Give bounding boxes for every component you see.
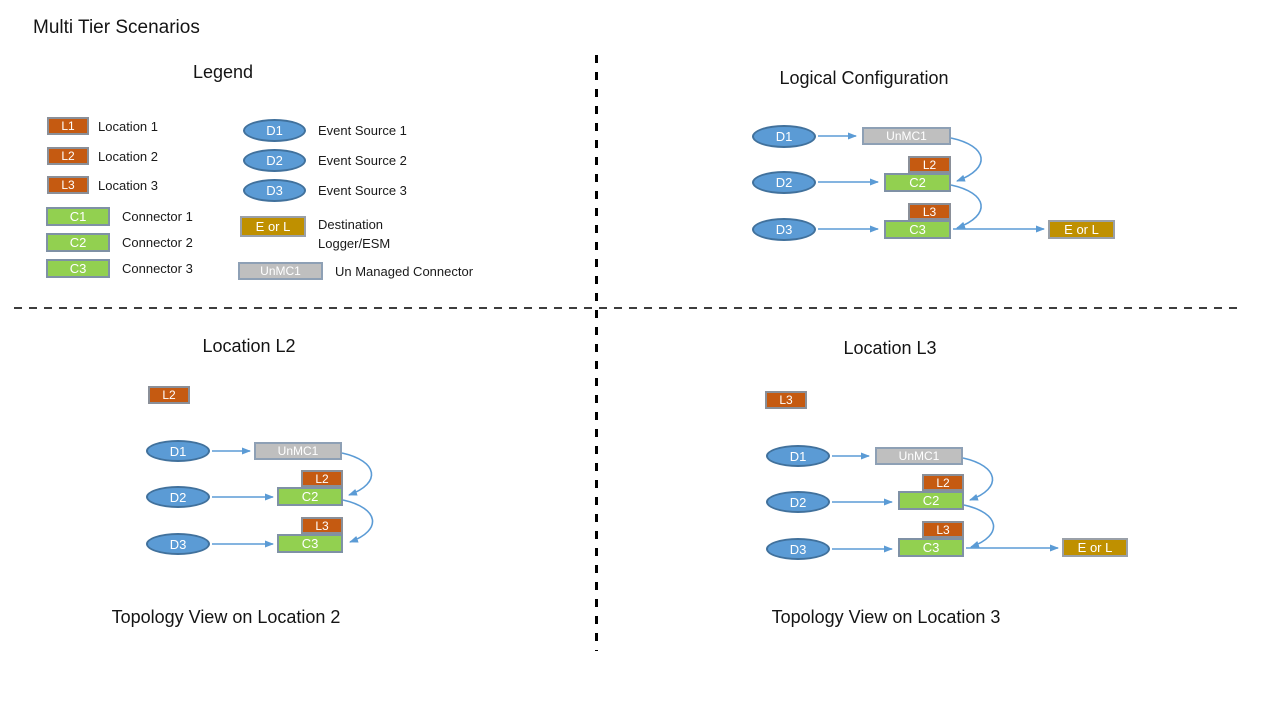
loc3-node-d1: D1 xyxy=(766,445,830,467)
loc2-node-d2: D2 xyxy=(146,486,210,508)
arrow-loc2-c2-c3-curve xyxy=(342,499,374,543)
logical-node-d1: D1 xyxy=(752,125,816,148)
arrow-loc3-unmc1-c2-curve xyxy=(962,457,994,501)
loc2-node-d1: D1 xyxy=(146,440,210,462)
legend-location2-swatch: L2 xyxy=(47,147,89,165)
legend-location1-swatch: L1 xyxy=(47,117,89,135)
legend-location3-label: Location 3 xyxy=(98,178,158,193)
legend-location3-swatch: L3 xyxy=(47,176,89,194)
loc3-tag-l3: L3 xyxy=(922,521,964,538)
legend-location2-label: Location 2 xyxy=(98,149,158,164)
legend-destination-label-line1: Destination xyxy=(318,217,384,232)
loc2-node-c3: C3 xyxy=(277,534,343,553)
loc3-node-d2: D2 xyxy=(766,491,830,513)
loc2-caption: Topology View on Location 2 xyxy=(111,607,341,627)
legend-source3-swatch: D3 xyxy=(243,179,306,202)
loc2-node-d3: D3 xyxy=(146,533,210,555)
loc2-standalone-l2-tag: L2 xyxy=(148,386,190,404)
legend-connector3-swatch: C3 xyxy=(46,259,110,278)
logical-node-c3: C3 xyxy=(884,220,951,239)
legend-source2-label: Event Source 2 xyxy=(318,153,407,168)
legend-connector2-label: Connector 2 xyxy=(122,235,193,250)
location-l2-title: Location L2 xyxy=(202,336,296,356)
arrow-logical-unmc1-c2-curve xyxy=(950,137,982,182)
logical-node-c2: C2 xyxy=(884,173,951,192)
legend-source2-swatch: D2 xyxy=(243,149,306,172)
logical-tag-l3: L3 xyxy=(908,203,951,220)
arrow-loc2-unmc1-c2-curve xyxy=(341,452,373,496)
loc3-node-unmc1: UnMC1 xyxy=(875,447,963,465)
loc2-tag-l2: L2 xyxy=(301,470,343,487)
vertical-divider xyxy=(595,55,598,651)
loc3-node-c2: C2 xyxy=(898,491,964,510)
logical-tag-l2: L2 xyxy=(908,156,951,173)
arrow-loc3-c2-c3-curve xyxy=(963,504,995,548)
legend-connector1-swatch: C1 xyxy=(46,207,110,226)
logical-node-unmc1: UnMC1 xyxy=(862,127,951,145)
logical-node-d2: D2 xyxy=(752,171,816,194)
logical-config-title: Logical Configuration xyxy=(779,68,949,88)
loc3-caption: Topology View on Location 3 xyxy=(771,607,1001,627)
legend-source1-swatch: D1 xyxy=(243,119,306,142)
legend-location1-label: Location 1 xyxy=(98,119,158,134)
legend-destination-swatch: E or L xyxy=(240,216,306,237)
legend-connector1-label: Connector 1 xyxy=(122,209,193,224)
page-title: Multi Tier Scenarios xyxy=(33,17,200,38)
loc3-node-d3: D3 xyxy=(766,538,830,560)
loc3-node-c3: C3 xyxy=(898,538,964,557)
loc3-tag-l2: L2 xyxy=(922,474,964,491)
legend-source3-label: Event Source 3 xyxy=(318,183,407,198)
loc2-node-unmc1: UnMC1 xyxy=(254,442,342,460)
legend-source1-label: Event Source 1 xyxy=(318,123,407,138)
arrow-logical-c2-c3-curve xyxy=(950,184,982,229)
horizontal-divider xyxy=(14,307,1242,309)
logical-node-d3: D3 xyxy=(752,218,816,241)
loc3-standalone-l3-tag: L3 xyxy=(765,391,807,409)
legend-connector2-swatch: C2 xyxy=(46,233,110,252)
legend-connector3-label: Connector 3 xyxy=(122,261,193,276)
loc3-node-eorl: E or L xyxy=(1062,538,1128,557)
location-l3-title: Location L3 xyxy=(843,338,937,358)
loc2-node-c2: C2 xyxy=(277,487,343,506)
legend-unmanaged-swatch: UnMC1 xyxy=(238,262,323,280)
logical-node-eorl: E or L xyxy=(1048,220,1115,239)
legend-unmanaged-label: Un Managed Connector xyxy=(335,264,474,279)
legend-destination-label-line2: Logger/ESM xyxy=(318,236,391,251)
legend-title: Legend xyxy=(192,62,254,82)
loc2-tag-l3: L3 xyxy=(301,517,343,534)
